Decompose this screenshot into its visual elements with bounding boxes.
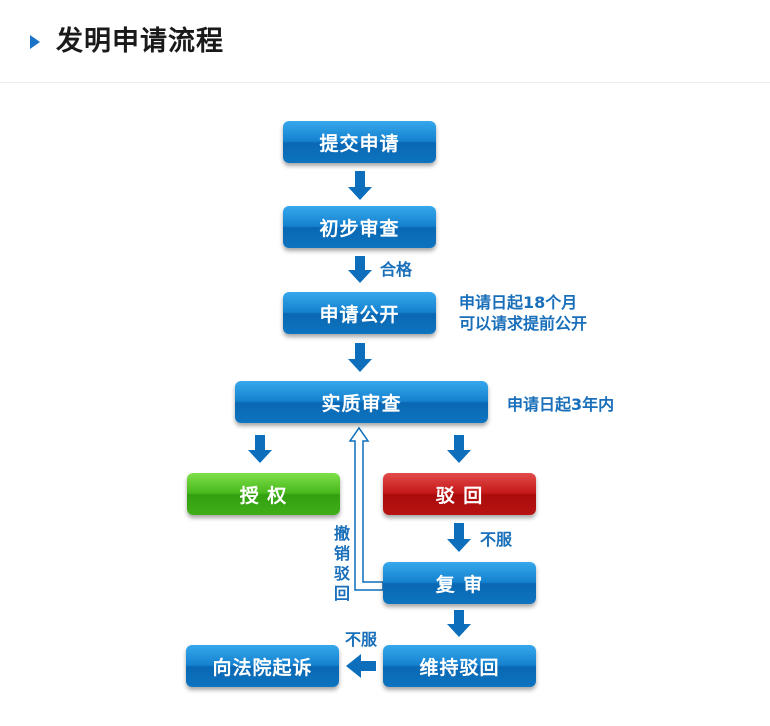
note-publish-line1: 申请日起18个月	[459, 293, 578, 312]
label-revoke-4: 回	[333, 584, 350, 603]
node-lawsuit: 向法院起诉	[186, 645, 339, 687]
arrow-revoke-to-substantive	[348, 426, 384, 591]
label-qualified: 合格	[380, 260, 413, 279]
arrow-preliminary-to-publish	[348, 256, 372, 283]
arrow-substantive-to-grant	[248, 435, 272, 463]
node-grant: 授 权	[187, 473, 340, 515]
node-submit: 提交申请	[283, 121, 436, 163]
label-revoke-1: 撤	[333, 524, 350, 543]
node-substantive: 实质审查	[235, 381, 488, 423]
node-publish: 申请公开	[283, 292, 436, 334]
note-publish-line2: 可以请求提前公开	[459, 314, 588, 333]
page-title: 发明申请流程	[56, 26, 224, 57]
arrow-publish-to-substantive	[348, 343, 372, 372]
label-revoke-3: 驳	[333, 564, 350, 583]
label-not-accept-reject: 不服	[480, 530, 513, 549]
arrow-reject-to-reexam	[447, 523, 471, 552]
node-preliminary: 初步审查	[283, 206, 436, 248]
note-substantive: 申请日起3年内	[507, 395, 615, 414]
arrow-submit-to-preliminary	[348, 171, 372, 200]
arrow-uphold-to-lawsuit	[346, 654, 376, 678]
node-reject: 驳 回	[383, 473, 536, 515]
arrow-substantive-to-reject	[447, 435, 471, 463]
node-reexam: 复 审	[383, 562, 536, 604]
page-header: 发明申请流程	[0, 0, 770, 83]
node-uphold: 维持驳回	[383, 645, 536, 687]
triangle-bullet-icon	[30, 35, 40, 49]
label-revoke-2: 销	[333, 544, 350, 563]
arrow-reexam-to-uphold	[447, 610, 471, 637]
label-not-accept-uphold: 不服	[345, 630, 378, 649]
